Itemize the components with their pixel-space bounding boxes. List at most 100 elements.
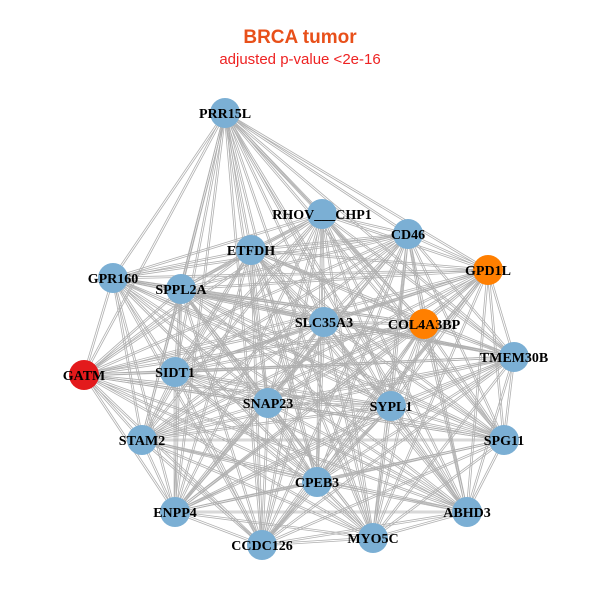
edge-COL4A3BP-ABHD3 (422, 324, 467, 513)
node-label-etfdh: ETFDH (227, 244, 275, 259)
edge-COL4A3BP-STAM2 (142, 324, 425, 442)
node-rhov___chp1[interactable] (307, 199, 337, 229)
edge-SYPL1-ABHD3 (391, 405, 469, 512)
node-label-enpp4: ENPP4 (153, 506, 197, 521)
edge-TMEM30B-MYO5C (371, 356, 514, 538)
edge-PRR15L-ENPP4 (175, 113, 227, 513)
edge-SLC35A3-GATM (83, 320, 324, 375)
node-label-ccdc126: CCDC126 (231, 539, 292, 554)
node-gpd1l[interactable] (473, 255, 503, 285)
edge-CCDC126-MYO5C (262, 538, 374, 547)
edge-SNAP23-SYPL1 (267, 403, 391, 408)
node-ccdc126[interactable] (247, 530, 277, 560)
node-etfdh[interactable] (236, 235, 266, 265)
edge-STAM2-MYO5C (142, 438, 374, 538)
edge-GPD1L-ABHD3 (465, 269, 488, 512)
edge-ETFDH-ABHD3 (249, 250, 467, 513)
node-label-cpeb3: CPEB3 (295, 476, 339, 491)
edge-COL4A3BP-TMEM30B (423, 324, 514, 359)
node-slc35a3[interactable] (309, 307, 339, 337)
node-snap23[interactable] (253, 388, 283, 418)
edge-SYPL1-ENPP4 (175, 406, 392, 514)
edge-COL4A3BP-MYO5C (371, 323, 424, 538)
edge-TMEM30B-CCDC126 (262, 357, 515, 547)
edge-SPG11-CCDC126 (262, 440, 505, 547)
edge-SPG11-CCDC126 (261, 438, 504, 545)
edge-SNAP23-ABHD3 (267, 403, 467, 514)
edge-PRR15L-SIDT1 (175, 113, 227, 373)
node-tmem30b[interactable] (499, 342, 529, 372)
node-spg11[interactable] (489, 425, 519, 455)
node-layer (69, 98, 529, 560)
edge-SPPL2A-GATM (84, 289, 182, 376)
edge-SPPL2A-TMEM30B (181, 287, 515, 357)
edge-COL4A3BP-SNAP23 (267, 322, 424, 403)
node-enpp4[interactable] (160, 497, 190, 527)
edge-RHOV___CHP1-SIDT1 (174, 213, 322, 372)
edge-CD46-COL4A3BP (406, 234, 424, 325)
node-myo5c[interactable] (358, 523, 388, 553)
edge-RHOV___CHP1-SNAP23 (268, 214, 324, 404)
edge-SIDT1-SPG11 (174, 372, 504, 442)
edge-GATM-SYPL1 (84, 373, 392, 406)
node-sidt1[interactable] (160, 357, 190, 387)
node-prr15l[interactable] (210, 98, 240, 128)
edge-PRR15L-SYPL1 (223, 113, 391, 407)
node-label-cd46: CD46 (391, 228, 425, 243)
edge-GPD1L-SNAP23 (268, 270, 489, 405)
edge-GPD1L-MYO5C (373, 270, 490, 539)
node-cd46[interactable] (393, 219, 423, 249)
node-stam2[interactable] (127, 425, 157, 455)
node-col4a3bp[interactable] (409, 309, 439, 339)
edge-SNAP23-STAM2 (141, 401, 268, 440)
node-label-snap23: SNAP23 (243, 397, 294, 412)
node-label-gatm: GATM (63, 369, 106, 384)
edge-RHOV___CHP1-CPEB3 (315, 213, 322, 482)
edge-CPEB3-ENPP4 (174, 480, 317, 512)
edge-SIDT1-ABHD3 (174, 372, 467, 514)
node-label-slc35a3: SLC35A3 (295, 316, 353, 331)
edge-PRR15L-TMEM30B (224, 113, 514, 358)
node-sypl1[interactable] (376, 391, 406, 421)
edge-CD46-TMEM30B (407, 234, 514, 358)
node-gatm[interactable] (69, 360, 99, 390)
edge-RHOV___CHP1-CPEB3 (317, 214, 324, 483)
edge-TMEM30B-CPEB3 (316, 355, 514, 482)
edge-PRR15L-GPD1L (224, 113, 488, 272)
edge-SPPL2A-CCDC126 (181, 288, 264, 545)
node-sppl2a[interactable] (166, 274, 196, 304)
edge-SNAP23-SPG11 (268, 401, 505, 440)
edge-PRR15L-ETFDH (223, 113, 251, 251)
edge-ETFDH-GPD1L (250, 250, 488, 272)
edge-ENPP4-MYO5C (174, 512, 373, 540)
edge-GPD1L-SPPL2A (180, 268, 488, 289)
edge-SLC35A3-GATM (84, 322, 325, 377)
edge-SNAP23-STAM2 (142, 403, 269, 442)
edge-RHOV___CHP1-GATM (83, 212, 322, 375)
edge-SNAP23-CPEB3 (266, 403, 317, 483)
edge-ENPP4-CCDC126 (174, 512, 262, 547)
node-label-sppl2a: SPPL2A (155, 283, 207, 298)
edge-TMEM30B-SIDT1 (174, 355, 514, 372)
edge-TMEM30B-SYPL1 (391, 357, 515, 408)
edge-ETFDH-COL4A3BP (250, 250, 424, 326)
edge-SNAP23-CCDC126 (262, 403, 270, 546)
edge-SLC35A3-SIDT1 (175, 322, 325, 374)
edge-SPPL2A-ENPP4 (173, 288, 181, 512)
edge-COL4A3BP-SNAP23 (268, 324, 425, 405)
edge-PRR15L-GATM (82, 112, 225, 375)
edge-SYPL1-STAM2 (141, 404, 391, 440)
edge-GATM-SYPL1 (83, 375, 391, 408)
edge-COL4A3BP-STAM2 (141, 322, 424, 440)
edge-SYPL1-ABHD3 (389, 406, 467, 513)
edge-CPEB3-ABHD3 (317, 480, 468, 512)
edge-COL4A3BP-SIDT1 (174, 322, 424, 372)
edge-SNAP23-SPG11 (267, 403, 504, 442)
node-gpr160[interactable] (98, 263, 128, 293)
node-abhd3[interactable] (452, 497, 482, 527)
edge-COL4A3BP-SPG11 (424, 323, 506, 440)
node-label-gpr160: GPR160 (88, 272, 139, 287)
node-cpeb3[interactable] (302, 467, 332, 497)
